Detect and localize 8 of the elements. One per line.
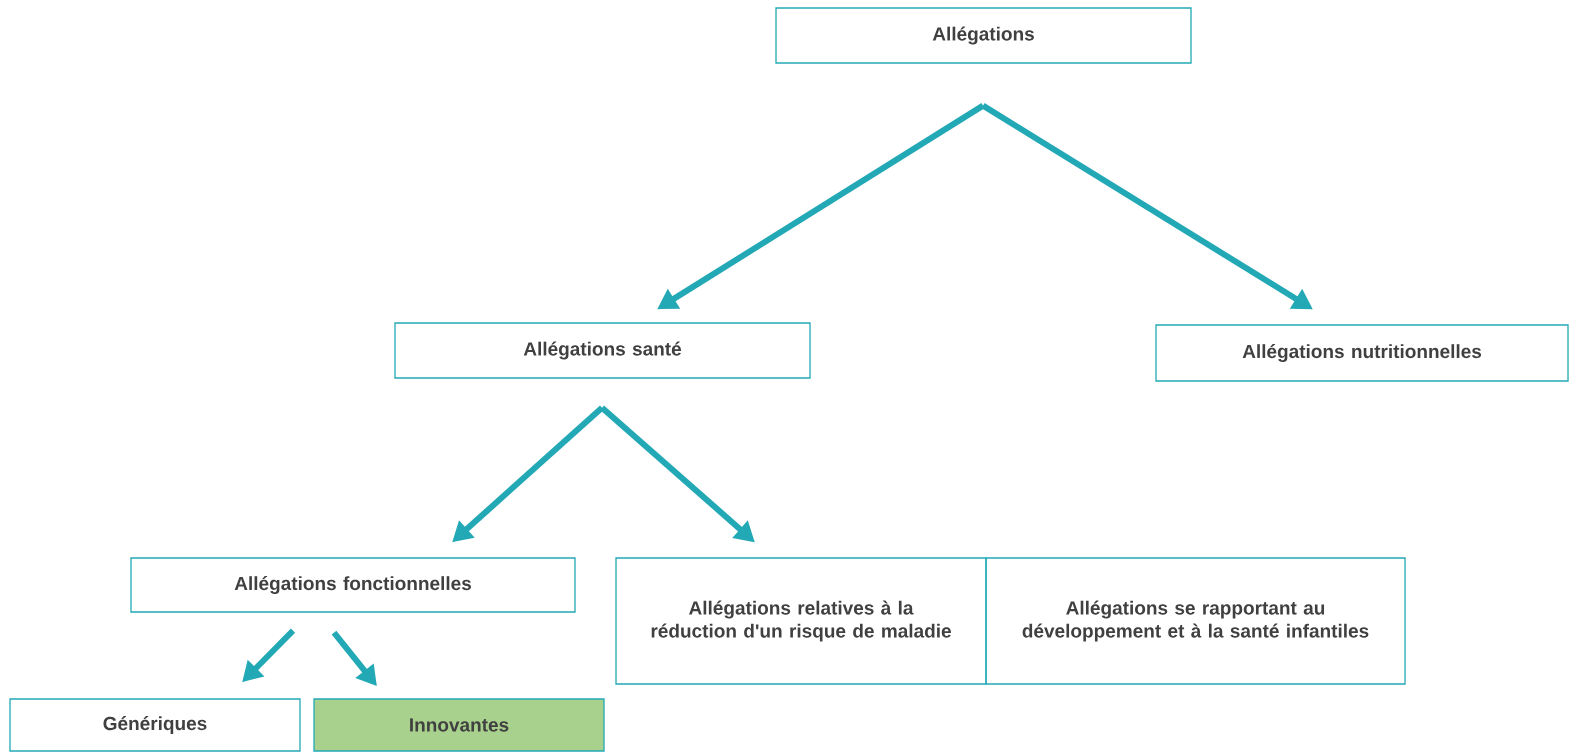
category-box: Génériques — [9, 698, 301, 752]
category-box: Allégations se rapportant au développement et à la santé infantiles — [985, 557, 1406, 685]
category-box: Allégations — [775, 7, 1192, 64]
category-box: Allégations fonctionnelles — [130, 557, 576, 613]
category-box: Innovantes — [313, 698, 605, 752]
category-box: Allégations nutritionnelles — [1155, 324, 1569, 382]
category-box: Allégations santé — [394, 322, 811, 379]
category-box: Allégations relatives à la réduction d'un risque de maladie — [615, 557, 987, 685]
